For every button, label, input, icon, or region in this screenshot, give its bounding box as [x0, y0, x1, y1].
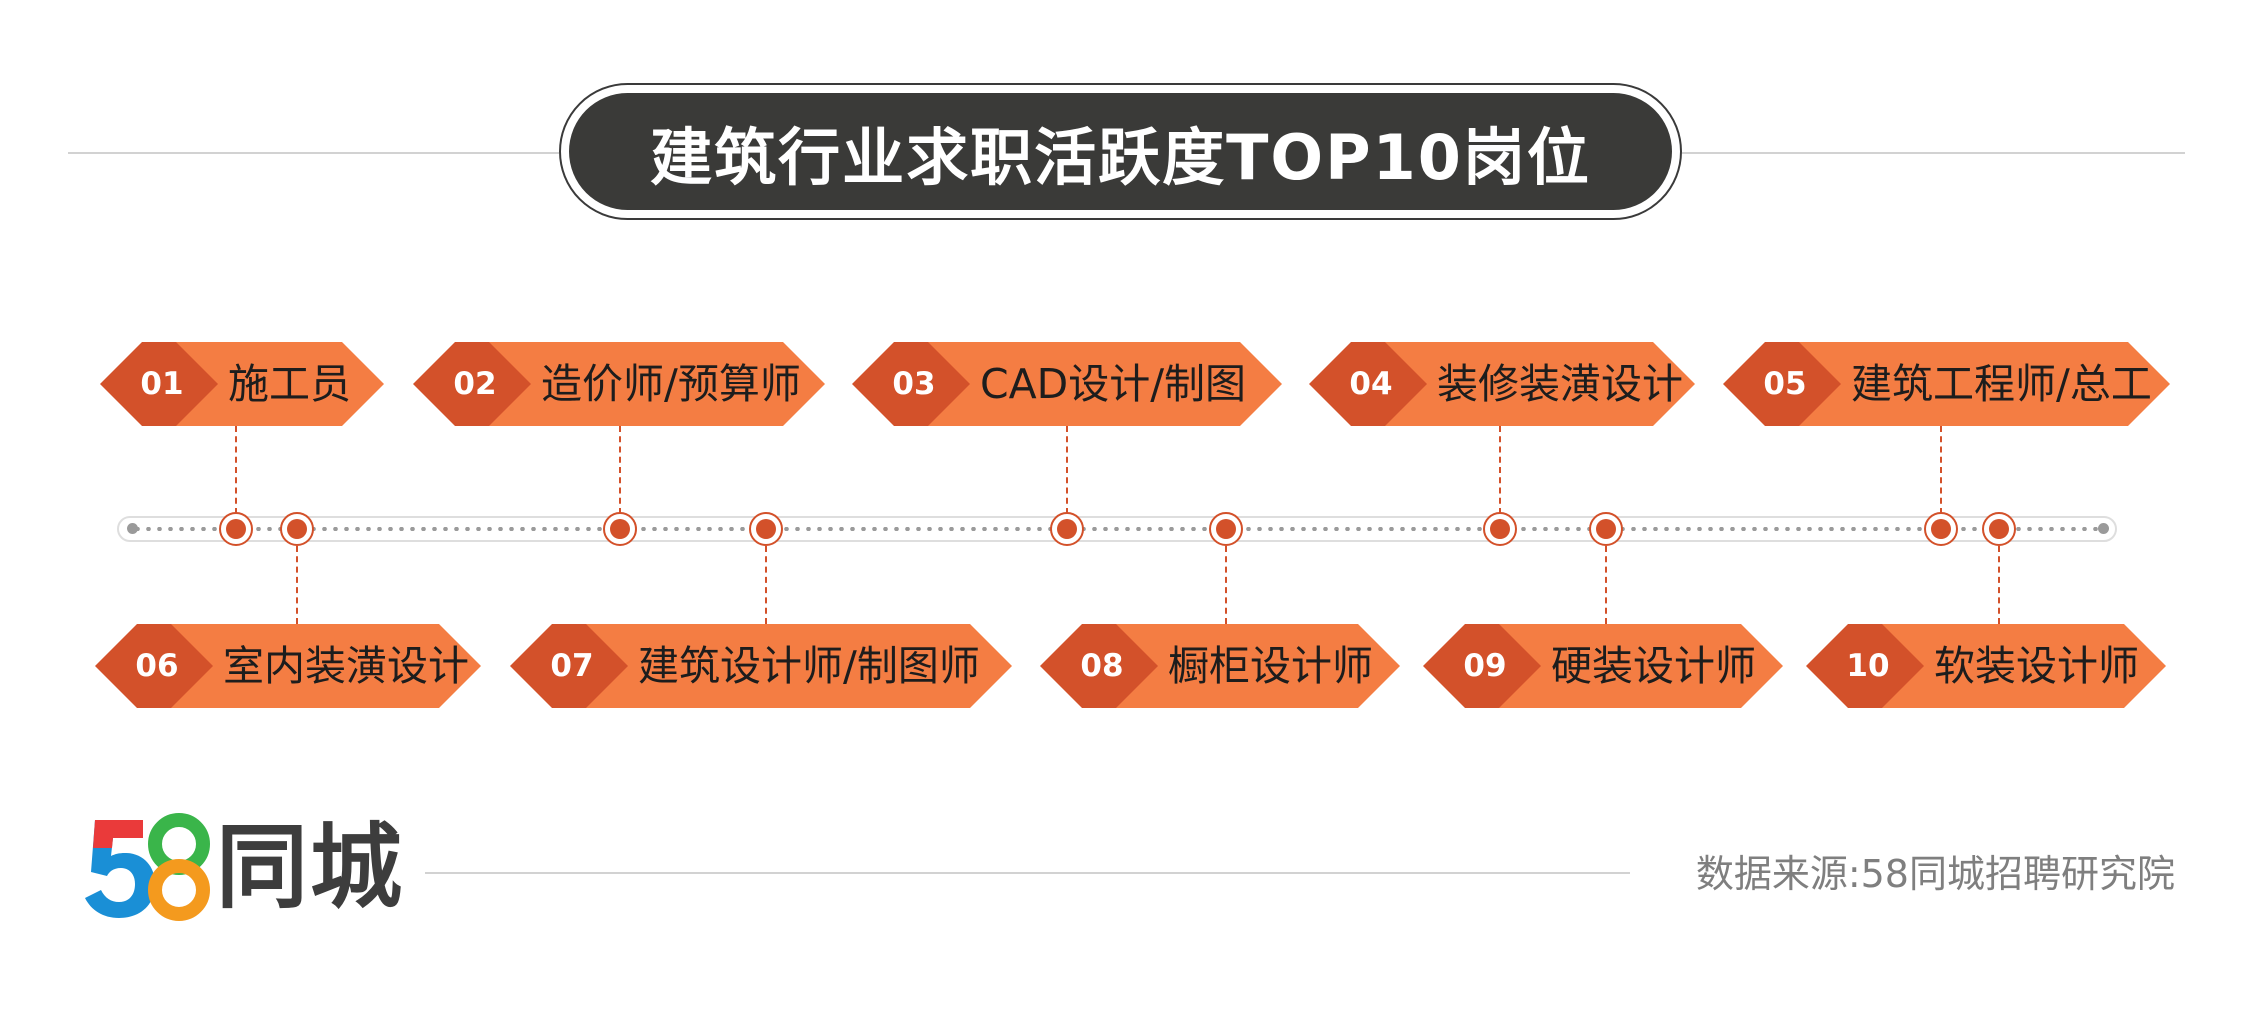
timeline-node-07	[749, 512, 783, 546]
badge-head	[852, 342, 970, 426]
badge-head	[95, 624, 213, 708]
connector-02	[619, 426, 621, 514]
rank-number: 05	[1763, 366, 1807, 402]
rank-number: 04	[1349, 366, 1393, 402]
connector-10	[1998, 546, 2000, 624]
rank-badge-02: 02 造价师/预算师	[413, 342, 825, 426]
rank-badge-09: 09 硬装设计师	[1423, 624, 1783, 708]
job-title: 建筑工程师/总工	[1851, 360, 2152, 408]
timeline-node-06	[280, 512, 314, 546]
timeline-node-02	[603, 512, 637, 546]
title-rule-left	[68, 152, 559, 154]
logo-text: 同城	[216, 814, 405, 921]
timeline-node-04	[1483, 512, 1517, 546]
rank-number: 07	[550, 648, 594, 684]
rank-badge-04: 04 装修装潢设计	[1309, 342, 1695, 426]
badge-head	[510, 624, 628, 708]
rank-badge-10: 10 软装设计师	[1806, 624, 2166, 708]
timeline-node-10	[1982, 512, 2016, 546]
job-title: 建筑设计师/制图师	[638, 642, 980, 690]
timeline-node-01	[219, 512, 253, 546]
badge-head	[1423, 624, 1541, 708]
job-title: 造价师/预算师	[541, 360, 801, 408]
connector-01	[235, 426, 237, 514]
badge-head	[1040, 624, 1158, 708]
timeline-end-dot	[2098, 523, 2109, 534]
connector-05	[1940, 426, 1942, 514]
connector-07	[765, 546, 767, 624]
badge-shape	[1423, 624, 1783, 708]
badge-body	[1086, 624, 1400, 708]
badge-body	[1852, 624, 2166, 708]
job-title: CAD设计/制图	[980, 360, 1247, 408]
connector-09	[1605, 546, 1607, 624]
badge-body	[459, 342, 825, 426]
rank-badge-06: 06 室内装潢设计	[95, 624, 481, 708]
badge-shape	[852, 342, 1282, 426]
badge-body	[1469, 624, 1783, 708]
logo-58-tongcheng: 同城	[83, 812, 413, 924]
badge-head	[1309, 342, 1427, 426]
rank-badge-08: 08 橱柜设计师	[1040, 624, 1400, 708]
title-frame: 建筑行业求职活跃度TOP10岗位	[559, 83, 1682, 220]
rank-number: 01	[140, 366, 184, 402]
timeline-node-03	[1050, 512, 1084, 546]
badge-shape	[1309, 342, 1695, 426]
badge-head	[100, 342, 218, 426]
badge-head	[1806, 624, 1924, 708]
rank-number: 06	[135, 648, 179, 684]
badge-shape	[1806, 624, 2166, 708]
badge-shape	[100, 342, 384, 426]
footer-rule	[425, 872, 1630, 874]
title-rule-right	[1682, 152, 2185, 154]
job-title: 软装设计师	[1934, 642, 2139, 690]
badge-shape	[95, 624, 481, 708]
badge-shape	[1040, 624, 1400, 708]
badge-body	[1769, 342, 2170, 426]
badge-shape	[1723, 342, 2170, 426]
connector-08	[1225, 546, 1227, 624]
badge-body	[556, 624, 1012, 708]
badge-shape	[413, 342, 825, 426]
job-title: 硬装设计师	[1551, 642, 1756, 690]
badge-head	[1723, 342, 1841, 426]
rank-number: 03	[892, 366, 936, 402]
job-title: 橱柜设计师	[1168, 642, 1373, 690]
rank-badge-05: 05 建筑工程师/总工	[1723, 342, 2170, 426]
rank-badge-03: 03 CAD设计/制图	[852, 342, 1282, 426]
job-title: 装修装潢设计	[1437, 360, 1683, 408]
timeline-start-dot	[127, 523, 138, 534]
timeline-node-09	[1589, 512, 1623, 546]
rank-badge-07: 07 建筑设计师/制图师	[510, 624, 1012, 708]
timeline-node-05	[1924, 512, 1958, 546]
badge-body	[141, 624, 481, 708]
job-title: 施工员	[228, 360, 351, 408]
connector-03	[1066, 426, 1068, 514]
connector-06	[296, 546, 298, 624]
timeline-dots	[132, 527, 2104, 531]
badge-body	[146, 342, 384, 426]
badge-body	[1355, 342, 1695, 426]
rank-number: 09	[1463, 648, 1507, 684]
badge-body	[898, 342, 1282, 426]
badge-head	[413, 342, 531, 426]
connector-04	[1499, 426, 1501, 514]
rank-badge-01: 01 施工员	[100, 342, 384, 426]
job-title: 室内装潢设计	[223, 642, 469, 690]
page-title: 建筑行业求职活跃度TOP10岗位	[569, 93, 1672, 210]
badge-shape	[510, 624, 1012, 708]
logo-58-mark	[85, 813, 210, 921]
rank-number: 10	[1846, 648, 1890, 684]
timeline-node-08	[1209, 512, 1243, 546]
rank-number: 08	[1080, 648, 1124, 684]
rank-number: 02	[453, 366, 497, 402]
data-source: 数据来源:58同城招聘研究院	[1695, 852, 2175, 896]
